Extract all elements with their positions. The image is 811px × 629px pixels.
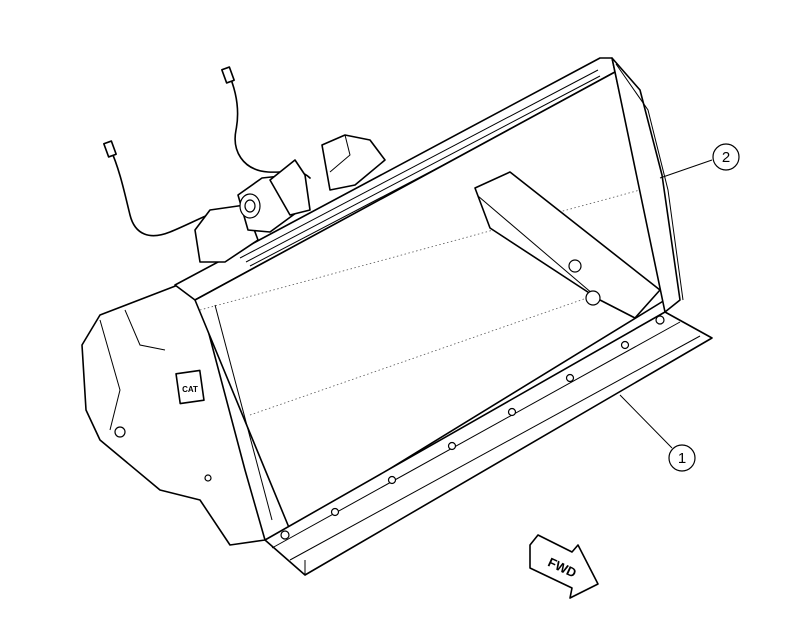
callout-1-leader: [619, 394, 673, 449]
edge-bolt-a: [280, 530, 290, 540]
callout-1-circle: [668, 444, 696, 472]
pin-bore-left-inner: [244, 199, 256, 213]
bracket-right-edge: [329, 134, 351, 173]
spill-guard: [474, 171, 661, 319]
side-plate-pin: [204, 474, 212, 482]
guard-bolt-2: [585, 290, 601, 306]
edge-bolt-h: [655, 315, 665, 325]
side-plate-detail: [124, 309, 166, 351]
right-side-edge: [615, 63, 684, 301]
edge-bolt-f: [565, 373, 575, 383]
cutting-edge-line-1: [271, 321, 681, 549]
left-side-plate: [81, 284, 266, 546]
logo-text: CAT: [182, 385, 198, 394]
cutting-edge-line-2: [289, 335, 701, 561]
guard-bolt-1: [568, 259, 582, 273]
side-plate-outer: [81, 284, 266, 546]
fwd-arrow-shape: [529, 534, 599, 599]
callout-2-label: 2: [722, 149, 730, 166]
callout-1-label: 1: [678, 450, 686, 467]
cutting-edge: [264, 311, 713, 576]
spill-guard-block: [474, 171, 661, 319]
logo-plate: [175, 369, 205, 405]
floor-left-edge: [214, 304, 273, 521]
mounting-brackets: [194, 134, 386, 263]
floor-line-upper: [199, 189, 641, 311]
bracket-left: [194, 204, 259, 263]
hose-lower: [109, 147, 216, 237]
callout-2-leader: [659, 159, 713, 179]
side-plate-edge: [99, 319, 121, 431]
bracket-center: [269, 159, 311, 216]
edge-bolt-c: [387, 475, 397, 485]
right-side-plate: [611, 57, 684, 313]
right-side-outer: [611, 57, 681, 313]
edge-bolt-e: [507, 407, 517, 417]
top-rail-seam-2: [245, 75, 601, 263]
edge-bolt-d: [447, 441, 457, 451]
hose-upper: [227, 71, 311, 179]
hose-upper-fitting: [221, 66, 235, 84]
spill-guard-edge: [477, 195, 601, 301]
logo-badge: CAT: [175, 369, 205, 405]
callout-2: 2: [659, 143, 740, 179]
edge-bolt-b: [330, 507, 340, 517]
edge-bolt-g: [620, 340, 630, 350]
hose-lower-fitting: [103, 140, 117, 158]
fwd-arrow: FWD: [529, 534, 599, 599]
cutting-edge-plate: [264, 311, 713, 576]
side-plate-bolt: [114, 426, 126, 438]
callout-1: 1: [619, 394, 696, 472]
top-rail-seam: [239, 69, 599, 259]
callout-2-circle: [712, 143, 740, 171]
